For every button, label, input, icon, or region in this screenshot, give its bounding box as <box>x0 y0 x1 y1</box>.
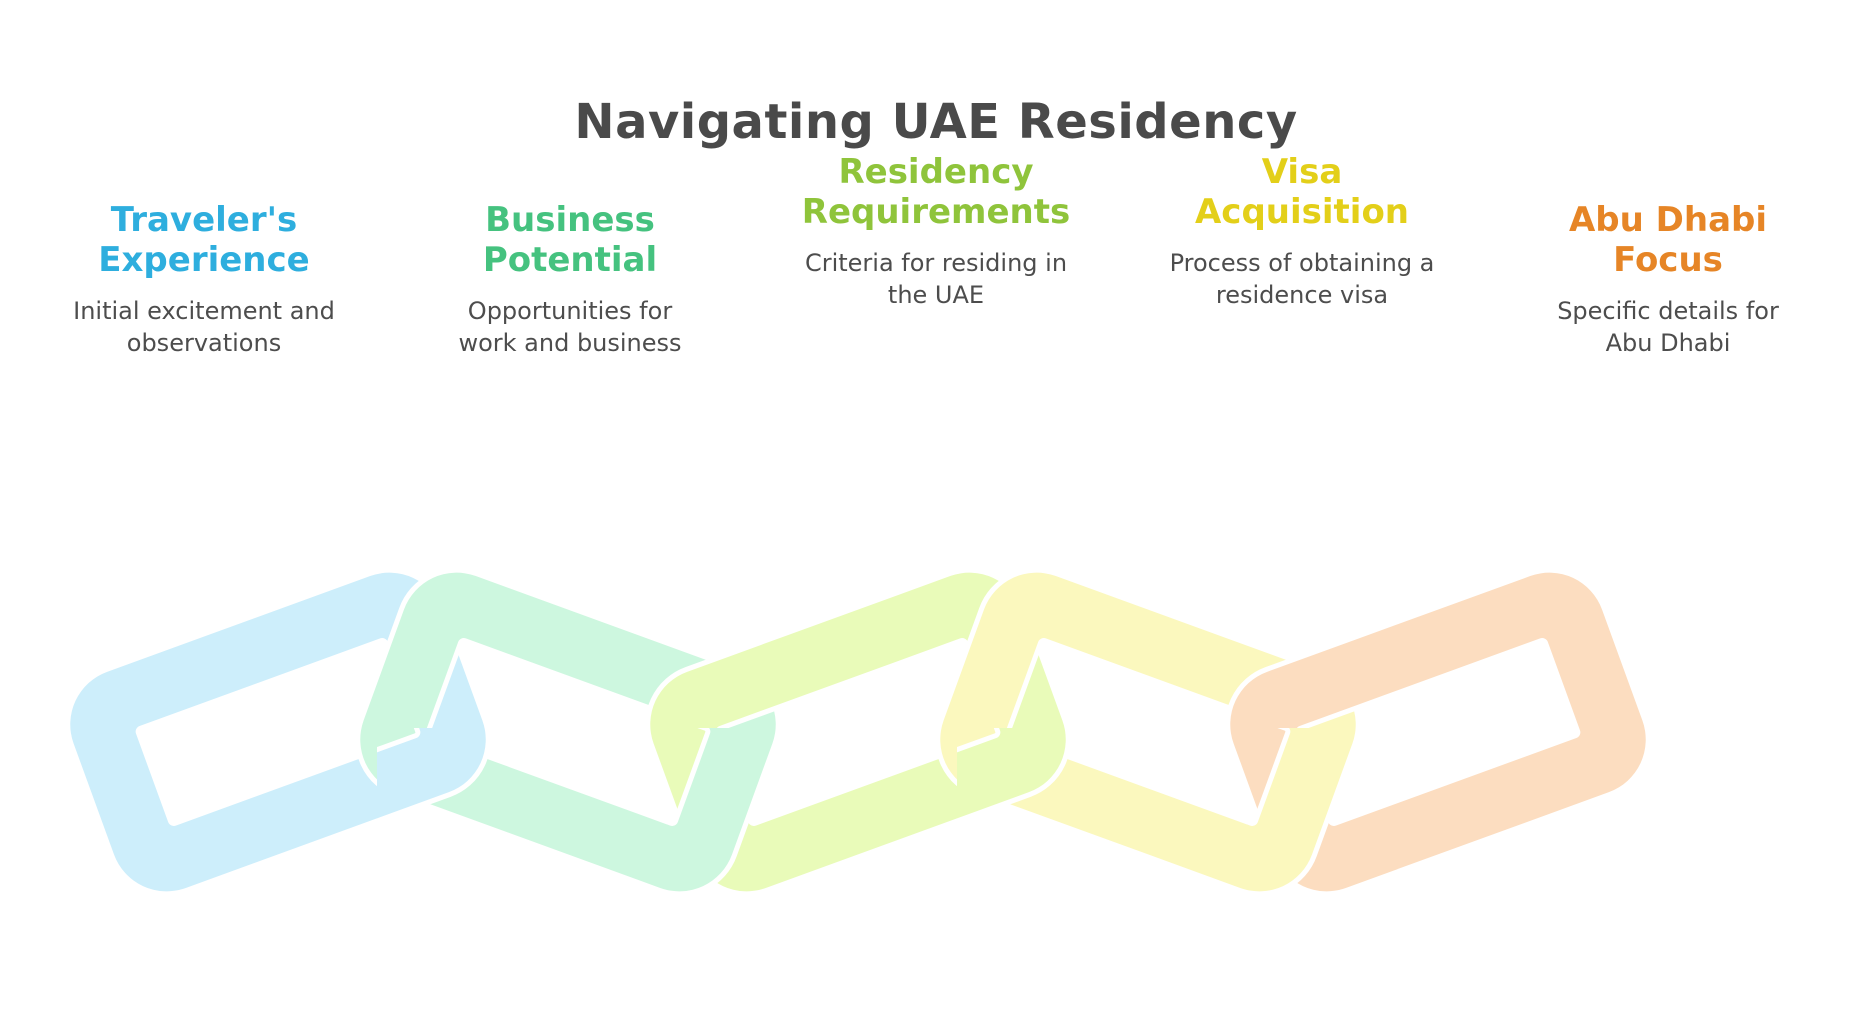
column-travelers-experience[interactable]: Traveler's Experience Initial excitement… <box>60 200 348 360</box>
column-title: Residency Requirements <box>796 152 1076 232</box>
chain-weave-overlap-1 <box>377 728 491 897</box>
column-description: Initial excitement and observations <box>73 297 335 357</box>
column-description: Opportunities for work and business <box>458 297 682 357</box>
column-description: Criteria for residing in the UAE <box>804 249 1068 309</box>
page-title: Navigating UAE Residency <box>574 94 1298 150</box>
column-title: Traveler's Experience <box>92 200 315 280</box>
column-title-line2: Experience <box>98 240 310 281</box>
column-title-line2: Requirements <box>801 192 1071 233</box>
column-title-line1: Visa <box>1261 152 1343 192</box>
column-abu-dhabi-focus[interactable]: Abu Dhabi Focus Specific details for Abu… <box>1524 200 1812 360</box>
column-title-line1: Traveler's <box>110 200 298 240</box>
column-description: Specific details for Abu Dhabi <box>1557 297 1779 357</box>
column-title: Abu Dhabi Focus <box>1563 200 1773 280</box>
column-title: Visa Acquisition <box>1189 152 1415 232</box>
chain-link-2 <box>360 572 776 892</box>
chain-weave-overlap-2 <box>667 728 781 897</box>
chain-link-5 <box>1230 572 1646 892</box>
column-description: Process of obtaining a residence visa <box>1169 249 1435 309</box>
column-residency-requirements[interactable]: Residency Requirements Criteria for resi… <box>792 152 1080 312</box>
category-columns: Traveler's Experience Initial excitement… <box>60 152 1812 450</box>
column-title-line1: Residency <box>838 152 1034 192</box>
column-title-line1: Abu Dhabi <box>1568 200 1768 240</box>
column-business-potential[interactable]: Business Potential Opportunities for wor… <box>426 200 714 360</box>
chain-link-4 <box>940 572 1356 892</box>
chain-graphic <box>0 455 1872 1009</box>
chain-weave-overlap-4 <box>1247 728 1361 897</box>
column-title: Business Potential <box>477 200 663 280</box>
chain-weave-overlap-3 <box>957 728 1071 897</box>
chain-links-svg <box>65 567 1651 897</box>
column-visa-acquisition[interactable]: Visa Acquisition Process of obtaining a … <box>1158 152 1446 312</box>
column-title-line2: Focus <box>1613 240 1723 281</box>
chain-weave-1 <box>377 728 486 892</box>
column-title-line2: Potential <box>482 240 658 281</box>
column-title-line2: Acquisition <box>1194 192 1410 233</box>
column-title-line1: Business <box>485 200 655 240</box>
chain-weave-3 <box>957 728 1066 892</box>
